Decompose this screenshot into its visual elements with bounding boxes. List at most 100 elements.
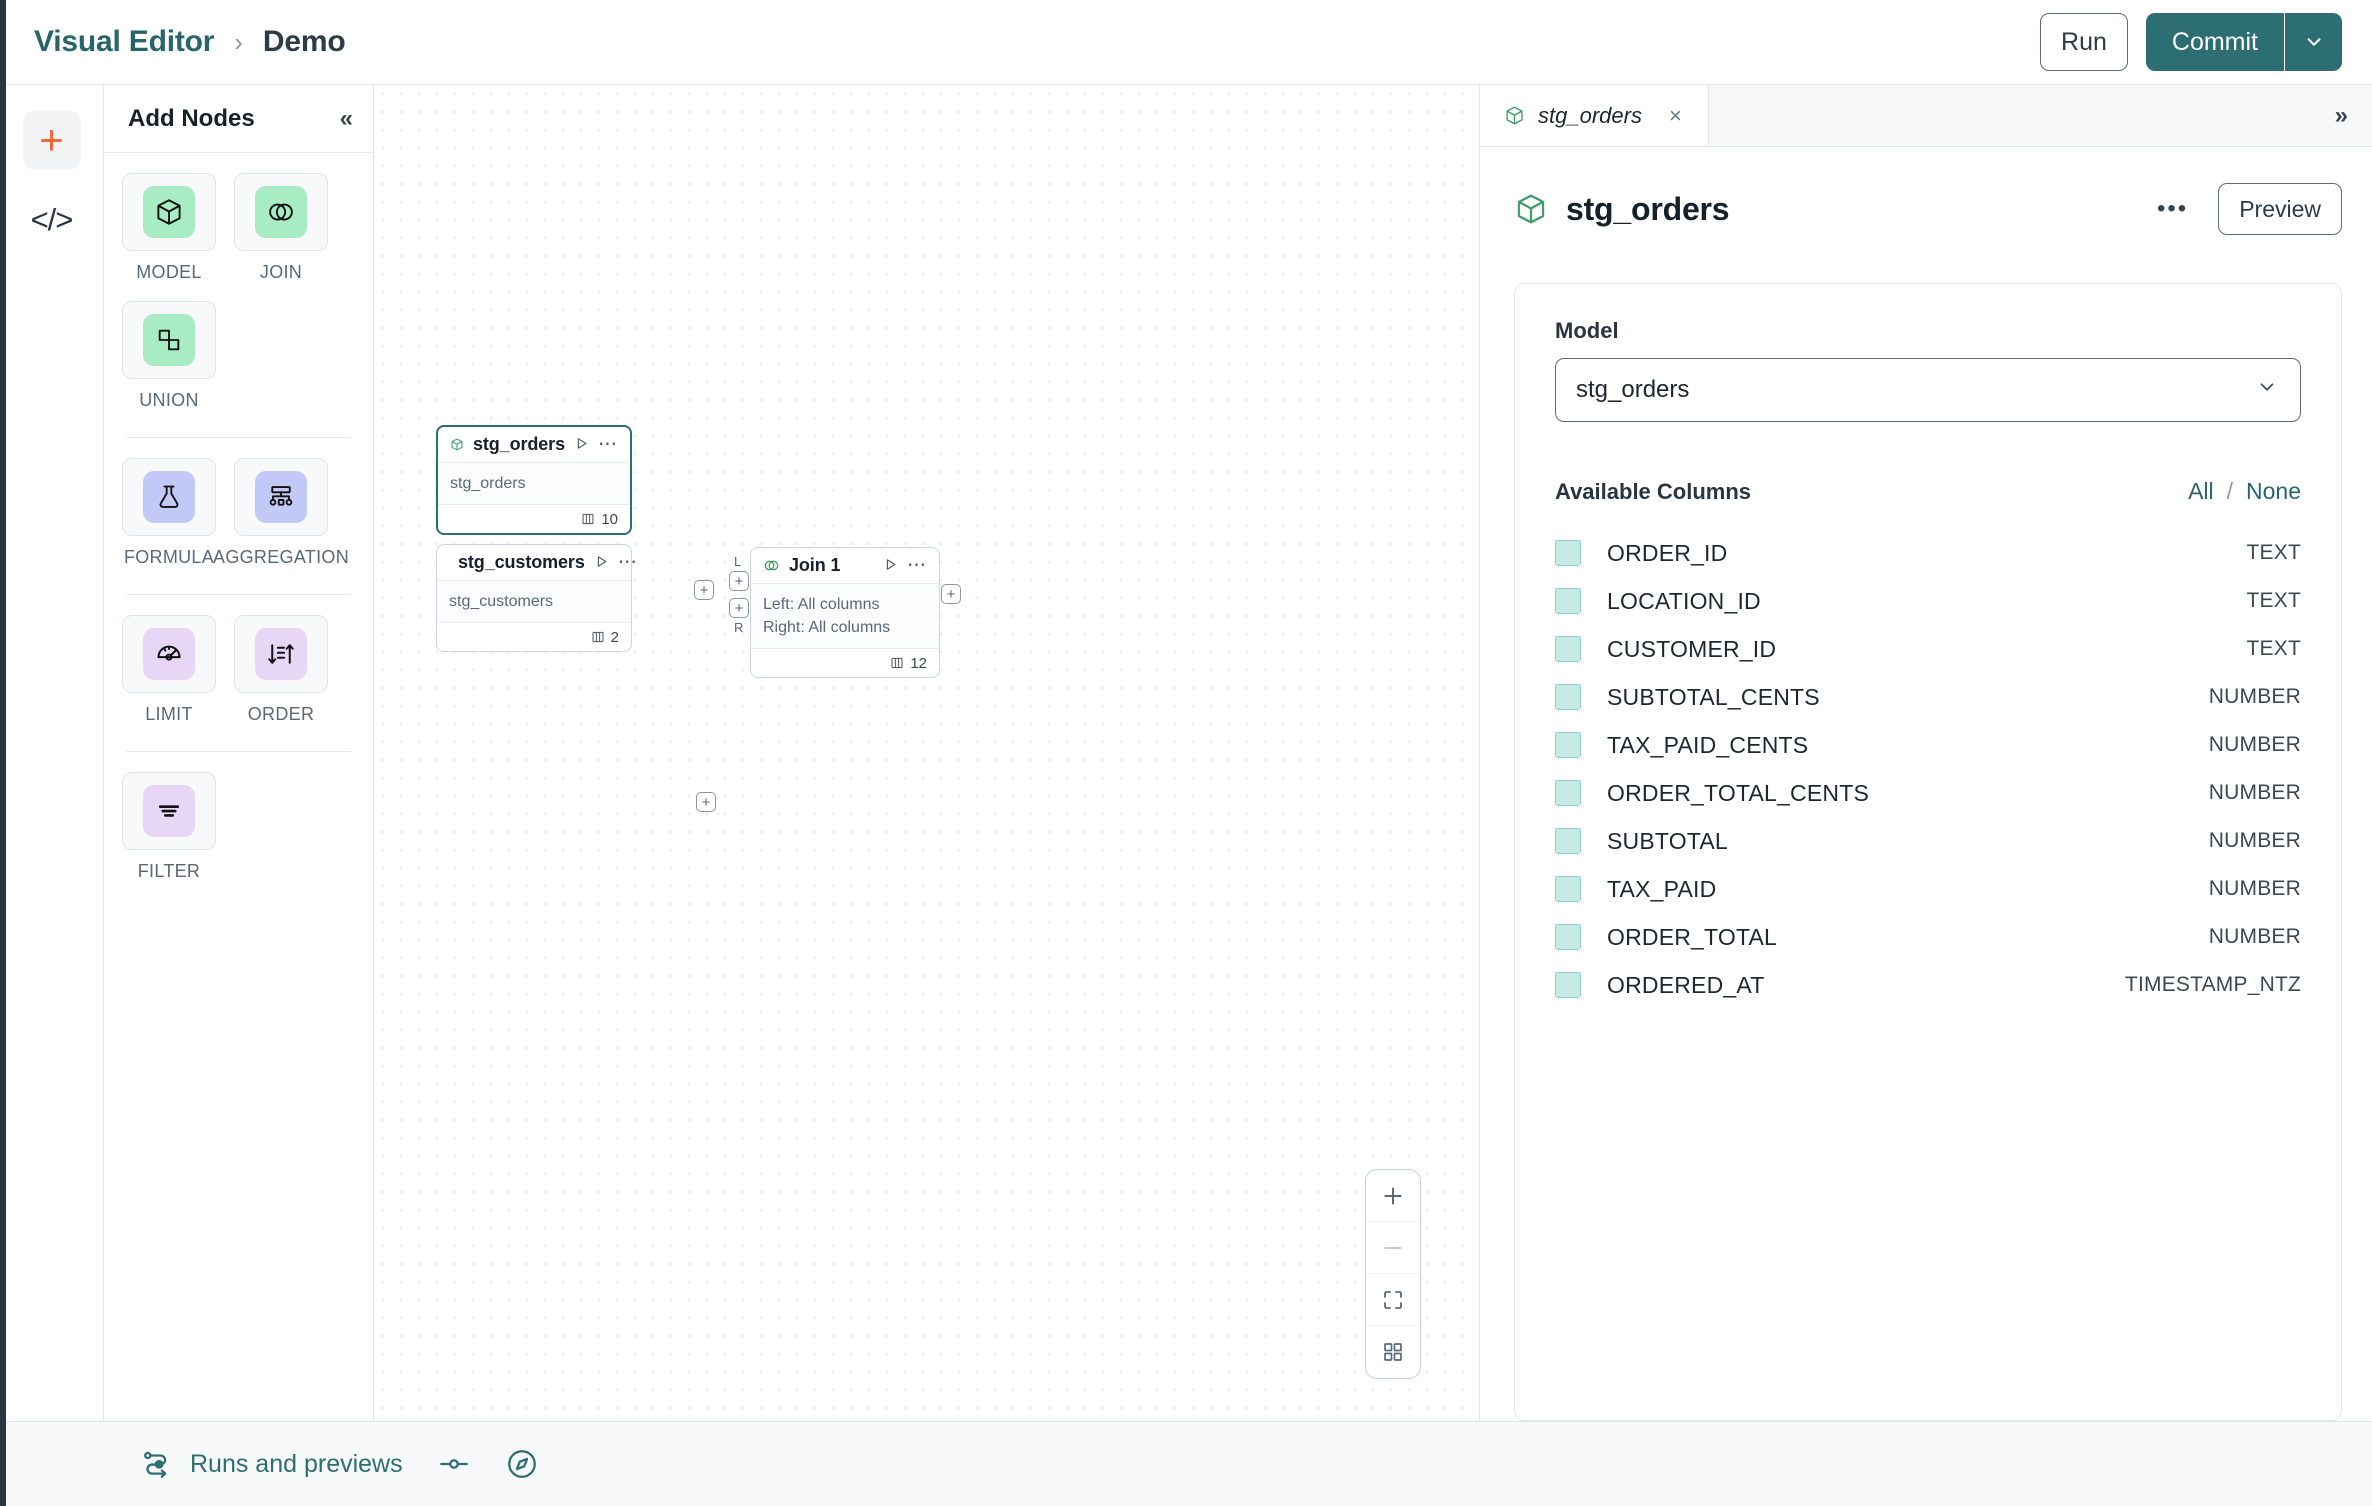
zoom-in-button[interactable] (1366, 1170, 1420, 1222)
column-type: TEXT (2246, 541, 2301, 564)
output-handle-join-1[interactable]: + (941, 584, 961, 604)
input-handle-left-label: L (734, 554, 742, 569)
input-handle-right[interactable]: + (729, 598, 749, 618)
cube-icon (1517, 194, 1545, 224)
column-row[interactable]: ORDER_TOTAL_CENTS NUMBER (1555, 769, 2301, 817)
node-type-model[interactable]: MODEL (122, 173, 216, 283)
node-menu-icon[interactable]: ⋯ (617, 552, 638, 573)
close-icon[interactable]: × (1668, 102, 1682, 128)
node-body: Left: All columns Right: All columns (751, 584, 939, 650)
cube-icon (143, 186, 195, 238)
available-columns-list: ORDER_ID TEXT LOCATION_ID TEXT CUSTOMER_… (1555, 529, 2301, 1009)
columns-icon (592, 632, 604, 643)
node-type-filter[interactable]: FILTER (122, 772, 216, 882)
node-title: stg_customers (458, 552, 585, 572)
select-all-link[interactable]: All (2188, 478, 2214, 504)
compass-icon (507, 1450, 536, 1478)
model-select[interactable]: stg_orders (1555, 358, 2301, 422)
canvas-node-stg-orders[interactable]: stg_orders ⋯ stg_orders 10 + (436, 425, 716, 812)
plus-icon: + (39, 116, 64, 163)
run-button[interactable]: Run (2040, 13, 2128, 71)
commit-button[interactable]: Commit (2145, 13, 2284, 71)
column-row[interactable]: ORDER_TOTAL NUMBER (1555, 913, 2301, 961)
top-bar: Visual Editor › Demo Run Commit (0, 0, 2372, 85)
column-checkbox[interactable] (1555, 732, 1581, 758)
column-checkbox[interactable] (1555, 540, 1581, 566)
select-none-link[interactable]: None (2246, 478, 2301, 504)
column-row[interactable]: CUSTOMER_ID TEXT (1555, 625, 2301, 673)
node-type-join[interactable]: JOIN (234, 173, 328, 283)
node-type-union[interactable]: UNION (122, 301, 216, 411)
node-type-label: ORDER (247, 704, 315, 724)
union-icon (143, 314, 195, 366)
canvas-zoom-controls (1365, 1169, 1421, 1379)
column-checkbox[interactable] (1555, 636, 1581, 662)
input-handle-left[interactable]: + (729, 571, 749, 591)
column-checkbox[interactable] (1555, 828, 1581, 854)
column-name: CUSTOMER_ID (1607, 635, 1777, 662)
canvas-node-stg-customers[interactable]: stg_customers ⋯ stg_customers 2 + (436, 544, 714, 653)
column-checkbox[interactable] (1555, 588, 1581, 614)
column-row[interactable]: TAX_PAID NUMBER (1555, 865, 2301, 913)
node-run-icon[interactable] (883, 557, 898, 575)
select-actions-divider: / (2226, 478, 2234, 504)
icon-rail: + </> (0, 85, 104, 1421)
column-checkbox[interactable] (1555, 924, 1581, 950)
column-row[interactable]: TAX_PAID_CENTS NUMBER (1555, 721, 2301, 769)
column-name: SUBTOTAL (1607, 827, 1728, 854)
cube-icon (451, 438, 463, 451)
flow-canvas[interactable]: stg_orders ⋯ stg_orders 10 + (374, 85, 1480, 1421)
fit-view-button[interactable] (1366, 1274, 1420, 1326)
output-handle-stg-orders[interactable]: + (696, 792, 716, 812)
tab-stg-orders[interactable]: stg_orders × (1480, 85, 1709, 146)
toggle-interactivity-button[interactable] (1366, 1326, 1420, 1378)
node-type-limit[interactable]: LIMIT (122, 615, 216, 725)
column-row[interactable]: ORDERED_AT TIMESTAMP_NTZ (1555, 961, 2301, 1009)
expand-panel-icon[interactable]: » (2334, 101, 2348, 129)
slider-toggle-button[interactable] (437, 1447, 471, 1481)
breadcrumb-visual-editor[interactable]: Visual Editor (34, 25, 215, 58)
node-type-order[interactable]: ORDER (234, 615, 328, 725)
code-view-rail-button[interactable]: </> (23, 191, 81, 249)
node-type-label: FILTER (137, 861, 201, 881)
details-tab-bar: stg_orders × » (1480, 85, 2372, 147)
column-type: NUMBER (2208, 685, 2301, 708)
node-tile (234, 615, 328, 693)
node-type-label: MODEL (136, 262, 202, 282)
column-checkbox[interactable] (1555, 684, 1581, 710)
column-row[interactable]: SUBTOTAL NUMBER (1555, 817, 2301, 865)
node-menu-icon[interactable]: ⋯ (907, 555, 927, 576)
node-menu-icon[interactable]: ⋯ (598, 434, 618, 455)
details-menu-icon[interactable]: ••• (2156, 195, 2189, 222)
column-type: NUMBER (2208, 925, 2301, 948)
add-node-rail-button[interactable]: + (22, 111, 81, 169)
node-group-refinements: LIMIT ORDER (122, 615, 355, 743)
collapse-panel-icon[interactable]: « (339, 104, 353, 132)
column-row[interactable]: ORDER_ID TEXT (1555, 529, 2301, 577)
slider-icon (439, 1459, 468, 1469)
output-handle-stg-customers[interactable]: + (694, 580, 714, 600)
node-type-label: JOIN (259, 262, 303, 282)
node-run-icon[interactable] (574, 436, 589, 454)
column-checkbox[interactable] (1555, 972, 1581, 998)
window-left-edge (0, 0, 6, 1506)
node-run-icon[interactable] (594, 554, 609, 572)
column-checkbox[interactable] (1555, 780, 1581, 806)
top-bar-actions: Run Commit (2040, 13, 2342, 71)
grid-icon (1384, 1343, 1402, 1361)
column-row[interactable]: LOCATION_ID TEXT (1555, 577, 2301, 625)
column-checkbox[interactable] (1555, 876, 1581, 902)
commit-dropdown-button[interactable] (2284, 13, 2342, 71)
node-type-aggregation[interactable]: AGGREGATION (213, 458, 349, 568)
add-nodes-body: MODEL JOIN (104, 153, 373, 900)
runs-and-previews-button[interactable]: Runs and previews (140, 1447, 403, 1481)
details-panel: stg_orders × » stg_orders ••• Preview Mo… (1480, 85, 2372, 1421)
column-row[interactable]: SUBTOTAL_CENTS NUMBER (1555, 673, 2301, 721)
explore-button[interactable] (505, 1447, 539, 1481)
preview-button[interactable]: Preview (2218, 183, 2342, 235)
node-type-formula[interactable]: FORMULA (122, 458, 216, 568)
zoom-out-button[interactable] (1366, 1222, 1420, 1274)
column-name: TAX_PAID (1607, 875, 1717, 902)
canvas-node-join-1[interactable]: Join 1 ⋯ Left: All columns Right: All co… (729, 547, 961, 679)
